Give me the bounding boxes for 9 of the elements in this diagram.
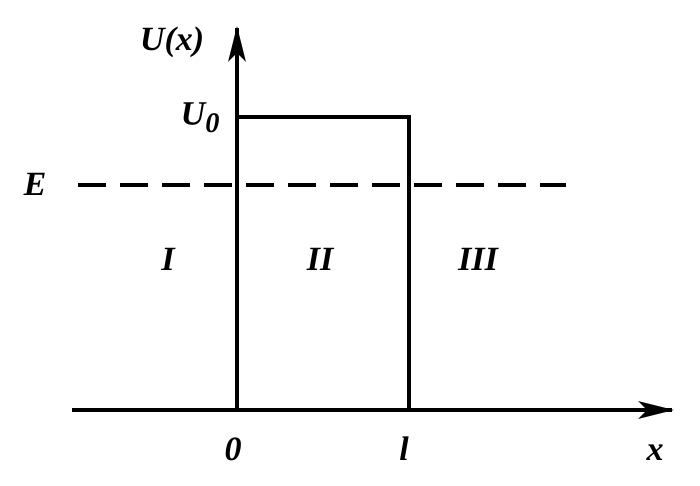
barrier-height-label: U$_{0}$ xyxy=(180,97,220,139)
region-label: I xyxy=(161,243,175,277)
energy-label: E xyxy=(24,168,46,202)
region-label: II xyxy=(306,243,334,277)
axis-label: x xyxy=(646,433,664,467)
tick-label: l xyxy=(399,433,409,467)
region-label: III xyxy=(458,243,498,277)
tick-label: 0 xyxy=(224,433,242,467)
axis-label: U(x) xyxy=(140,23,204,57)
